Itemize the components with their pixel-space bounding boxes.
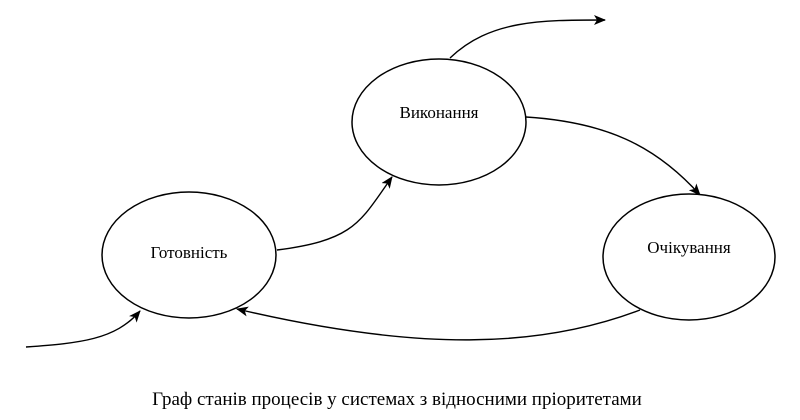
edge-waiting-to-ready [236, 306, 641, 341]
state-ready-ellipse [101, 191, 277, 319]
state-ready: Готовність [101, 191, 277, 319]
edge-entry-to-ready [25, 310, 141, 348]
edge-ready-to-running [276, 176, 393, 251]
state-running-label: Виконання [400, 103, 479, 122]
state-running-ellipse [351, 58, 527, 186]
state-running: Виконання [351, 58, 527, 186]
state-ready-label: Готовність [151, 243, 228, 262]
state-waiting: Очікування [602, 193, 776, 321]
state-waiting-label: Очікування [647, 238, 731, 257]
diagram-caption: Граф станів процесів у системах з віднос… [152, 389, 642, 410]
state-waiting-ellipse [602, 193, 776, 321]
edge-running-to-exit [449, 15, 606, 59]
edge-running-to-waiting [525, 116, 701, 196]
